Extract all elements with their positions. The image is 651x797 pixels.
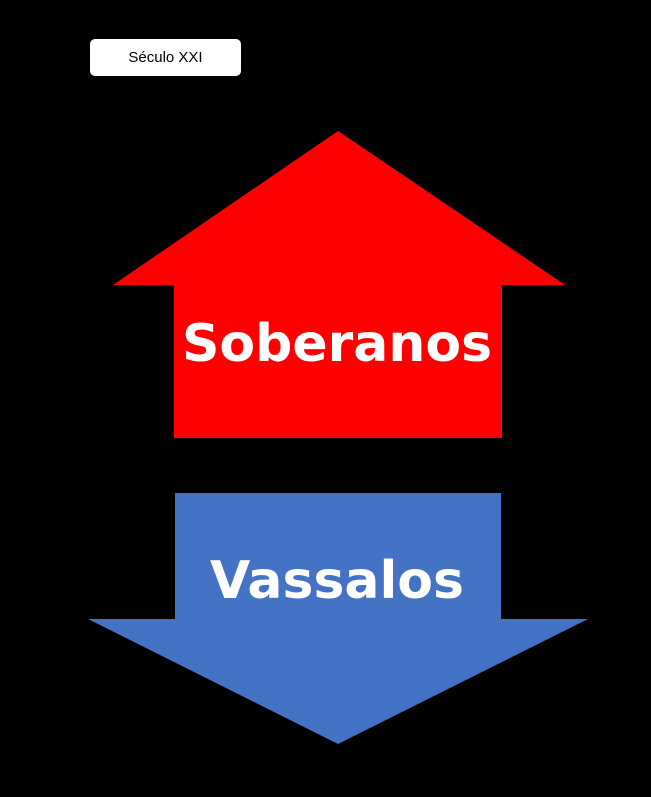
down-arrow-shape — [88, 493, 588, 744]
down-arrow-label: Vassalos — [210, 551, 464, 611]
century-label: Século XXI — [90, 39, 241, 76]
down-arrow: Vassalos — [88, 493, 588, 744]
century-label-text: Século XXI — [128, 49, 203, 66]
up-arrow-label: Soberanos — [182, 314, 492, 374]
up-arrow-shape — [113, 131, 565, 438]
up-arrow: Soberanos — [113, 131, 565, 438]
